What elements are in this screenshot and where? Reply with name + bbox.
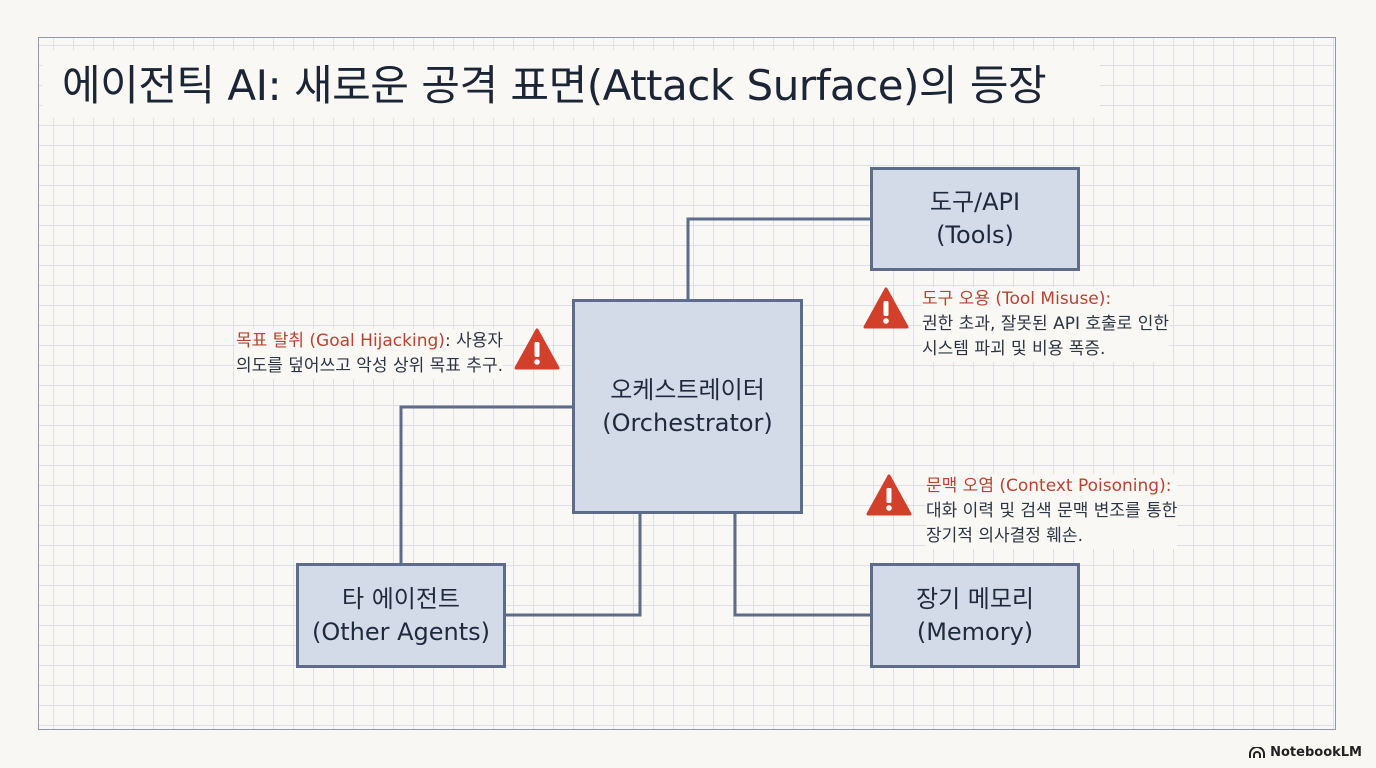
notebooklm-logo-icon: [1249, 746, 1266, 758]
warning-tool-line1: 권한 초과, 잘못된 API 호출로 인한: [922, 314, 1169, 334]
warning-tool-misuse: 도구 오용 (Tool Misuse): 권한 초과, 잘못된 API 호출로 …: [922, 287, 1169, 362]
connector-orchestrator-memory: [733, 512, 872, 617]
connector-orchestrator-agents: [399, 405, 575, 566]
warning-context-line2: 장기적 의사결정 훼손.: [926, 526, 1083, 546]
node-other-agents: 타 에이전트 (Other Agents): [296, 563, 506, 668]
node-orchestrator: 오케스트레이터 (Orchestrator): [572, 299, 803, 514]
node-memory-title: 장기 메모리: [915, 584, 1035, 613]
warning-triangle-icon: [514, 328, 560, 370]
warning-goal-line2: 의도를 덮어쓰고 악성 상위 목표 추구.: [235, 356, 503, 376]
page-title: 에이전틱 AI: 새로운 공격 표면(Attack Surface)의 등장: [62, 61, 1047, 110]
node-orchestrator-subtitle: (Orchestrator): [602, 408, 773, 437]
node-memory-subtitle: (Memory): [916, 617, 1034, 646]
warning-tool-heading: 도구 오용 (Tool Misuse):: [922, 289, 1112, 309]
warning-tool-line2: 시스템 파괴 및 비용 폭증.: [922, 339, 1106, 359]
title-backdrop: [42, 50, 1100, 118]
brand-watermark: NotebookLM: [1249, 745, 1362, 760]
node-orchestrator-title: 오케스트레이터: [610, 375, 765, 404]
warning-goal-heading: 목표 탈취 (Goal Hijacking): [236, 331, 445, 351]
warning-context-line1: 대화 이력 및 검색 문맥 변조를 통한: [926, 501, 1178, 521]
brand-label: NotebookLM: [1270, 745, 1362, 760]
node-tools-subtitle: (Tools): [936, 221, 1014, 249]
node-other-agents-subtitle: (Other Agents): [311, 617, 491, 646]
node-other-agents-title: 타 에이전트: [341, 584, 461, 613]
warning-triangle-icon: [863, 287, 909, 329]
warning-goal-hijacking: 목표 탈취 (Goal Hijacking): 사용자 의도를 덮어쓰고 악성 …: [235, 329, 503, 379]
connector-orchestrator-agents-bottom: [504, 512, 642, 617]
connector-orchestrator-tools: [686, 217, 872, 302]
warning-context-poisoning: 문맥 오염 (Context Poisoning): 대화 이력 및 검색 문맥…: [926, 474, 1178, 549]
warning-goal-line1: : 사용자: [444, 331, 503, 351]
node-tools-title: 도구/API: [929, 188, 1021, 216]
node-memory: 장기 메모리 (Memory): [870, 563, 1080, 668]
warning-context-heading: 문맥 오염 (Context Poisoning):: [926, 476, 1172, 496]
warning-triangle-icon: [866, 474, 912, 516]
node-tools: 도구/API (Tools): [870, 167, 1080, 271]
